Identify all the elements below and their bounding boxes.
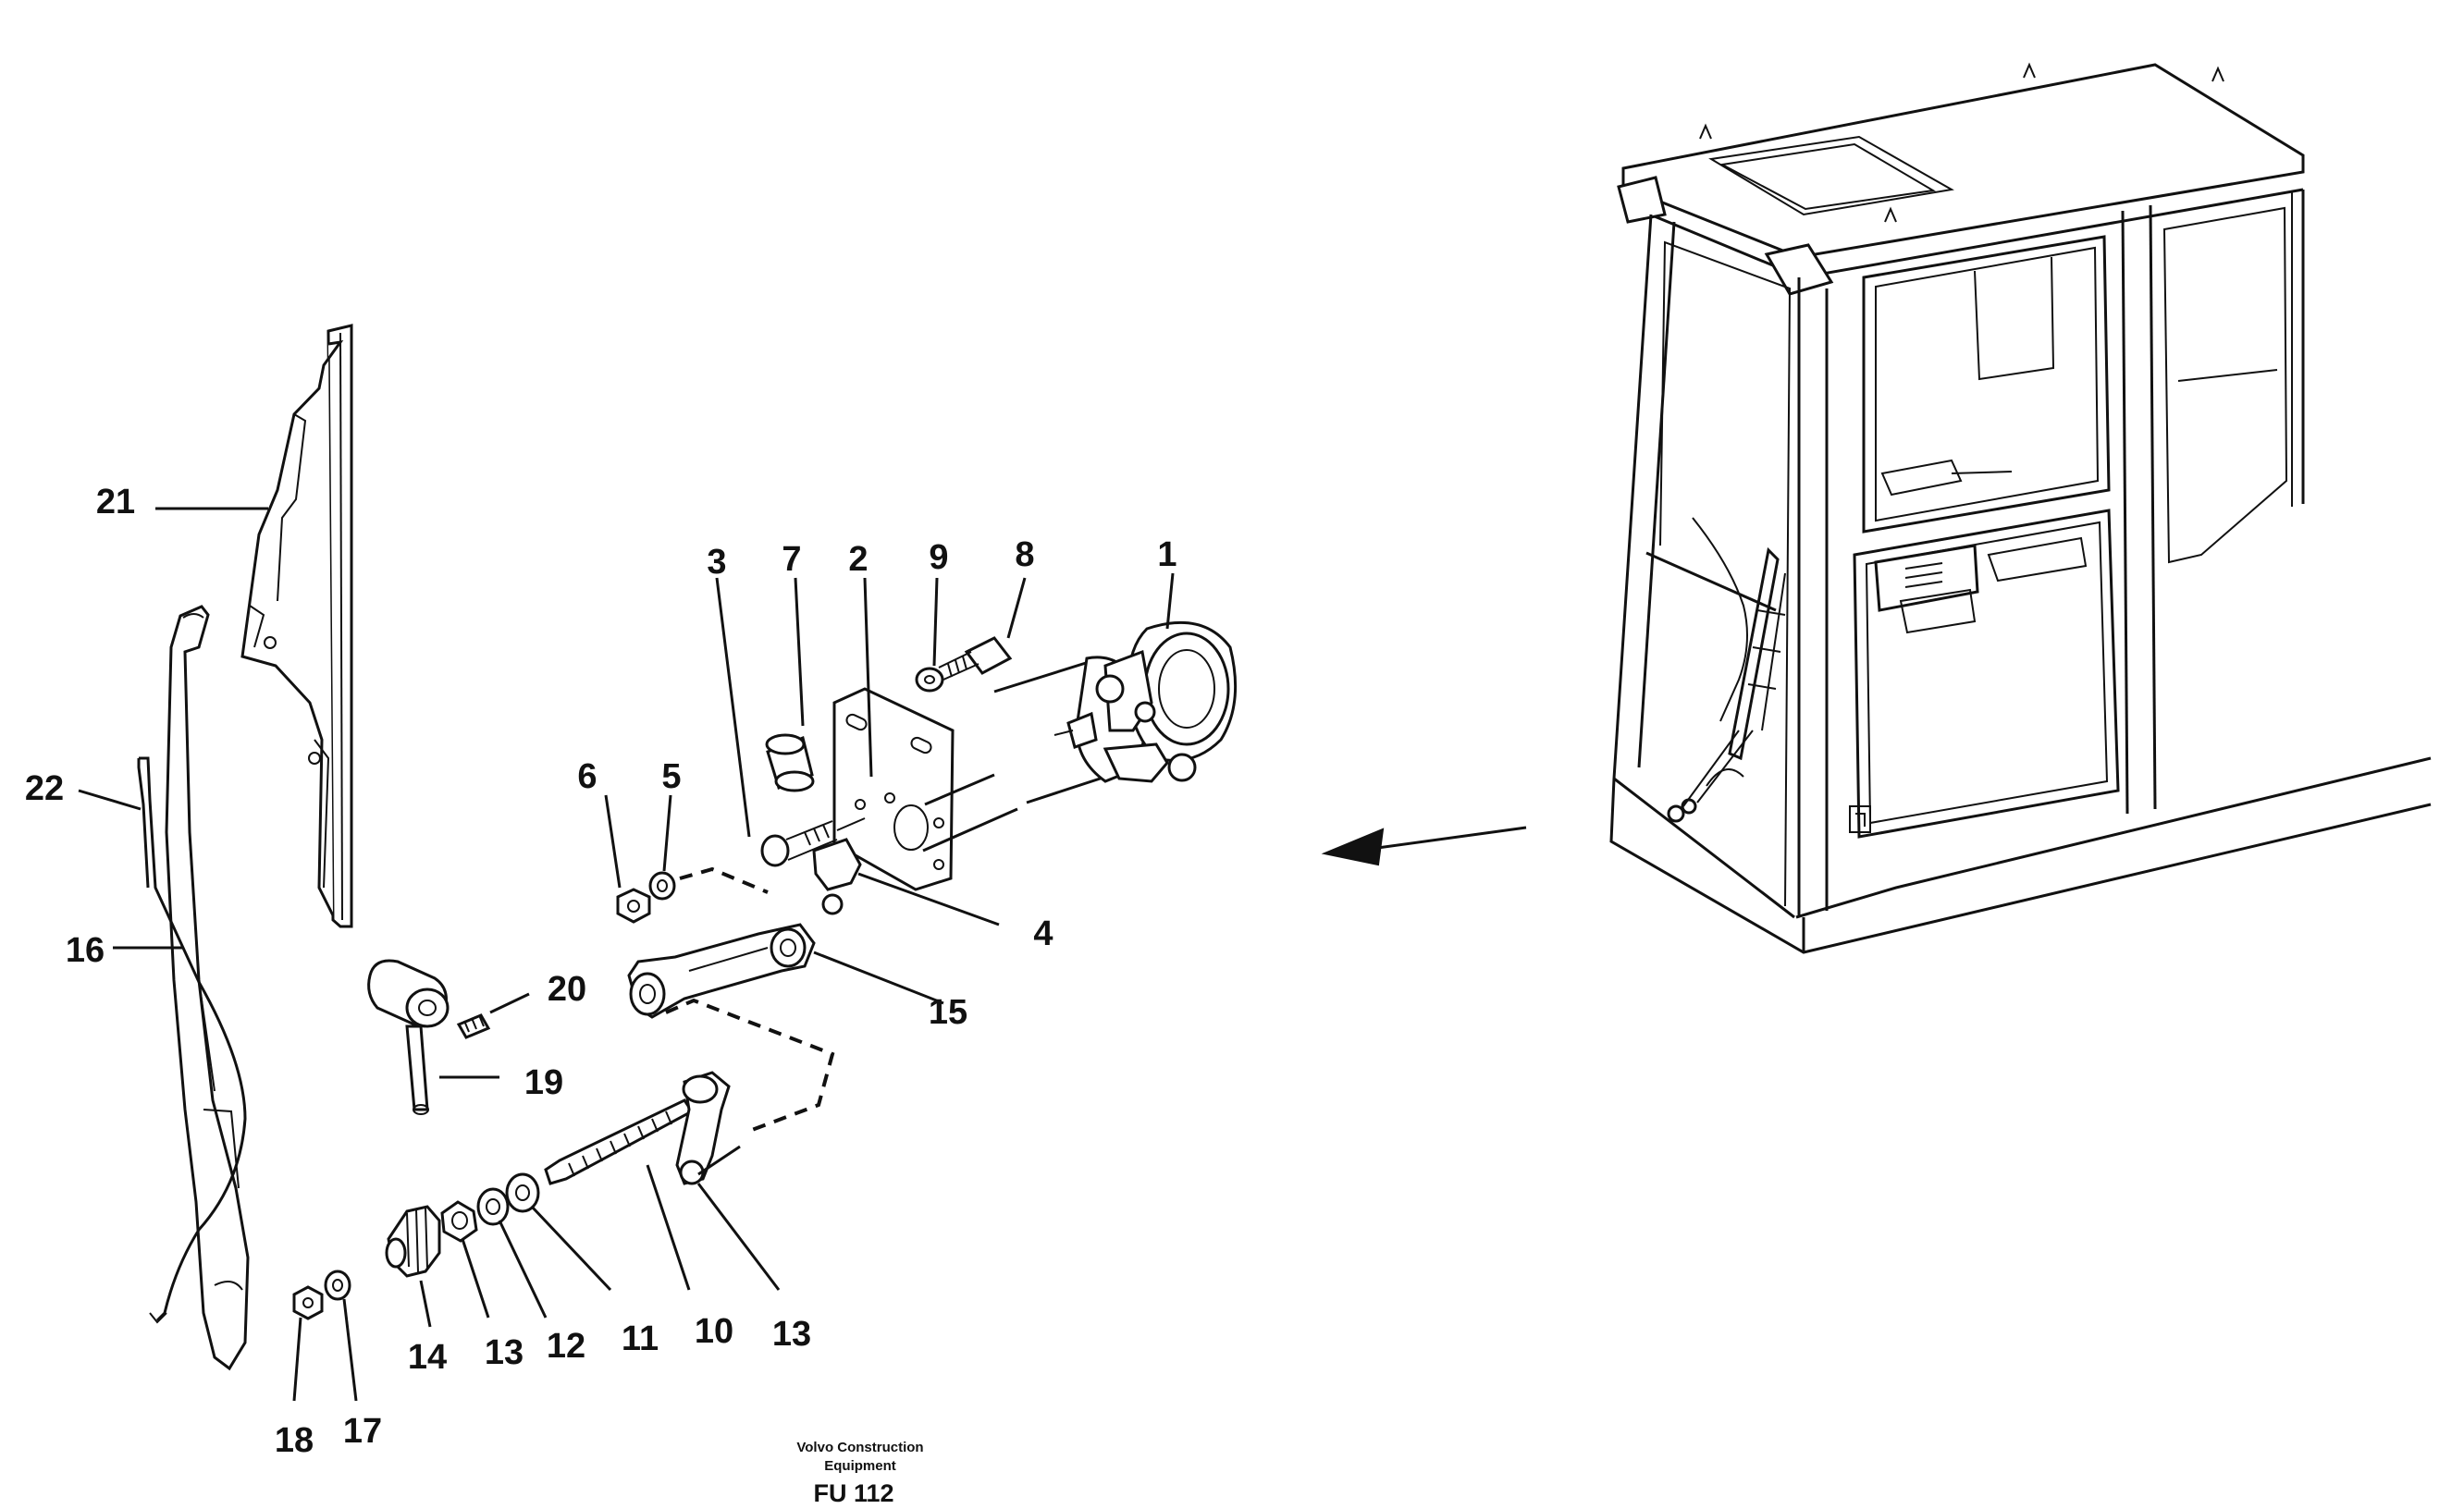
- spacer-part: [765, 733, 815, 792]
- callout-16: 16: [66, 931, 105, 970]
- washer-9-part: [915, 667, 944, 693]
- spindle-shaft-part: [544, 1098, 695, 1291]
- nut-13-part: [440, 1200, 490, 1319]
- clip-4-part: [812, 838, 1000, 926]
- nut-6-part: [616, 888, 651, 924]
- wiper-arm-part: [165, 605, 250, 1371]
- callout-4: 4: [1033, 914, 1053, 953]
- callout-11: 11: [622, 1319, 659, 1358]
- callout-5: 5: [661, 757, 681, 796]
- callout-10: 10: [695, 1312, 733, 1351]
- callout-labels: 1 2 3 4 5 6 7 8 9 10 11 12 13 13 14 15 1…: [25, 483, 1177, 1460]
- wiper-blade-part: [240, 324, 353, 928]
- cap-14-part: [385, 1205, 441, 1328]
- callout-22: 22: [25, 769, 64, 808]
- bushing-19-part: [367, 959, 450, 1115]
- mounting-plate-part: [832, 687, 1018, 891]
- crank-arm-part: [675, 1071, 781, 1291]
- direction-arrow: [1321, 826, 1527, 866]
- callout-13-crank: 13: [772, 1315, 811, 1354]
- washer-11-part: [505, 1172, 612, 1292]
- callout-2: 2: [848, 540, 868, 579]
- callout-19: 19: [524, 1063, 563, 1102]
- link-arm-part: [627, 923, 944, 1019]
- callout-13-nut: 13: [485, 1333, 524, 1372]
- washer-5-part: [648, 871, 676, 901]
- wiper-motor-part: [993, 620, 1238, 804]
- nut-18-part: [292, 1285, 324, 1402]
- credit-line-2: Equipment: [824, 1458, 896, 1474]
- figure-code: FU 112: [813, 1479, 893, 1507]
- callout-6: 6: [577, 757, 597, 796]
- washer-17-part: [324, 1270, 358, 1402]
- callout-15: 15: [929, 993, 967, 1032]
- callout-21: 21: [96, 483, 135, 521]
- callout-3: 3: [707, 543, 726, 582]
- washer-12-part: [476, 1187, 548, 1319]
- callout-17: 17: [343, 1412, 382, 1451]
- callout-20: 20: [548, 970, 586, 1009]
- bolt-3-part: [760, 817, 866, 867]
- washer-hose-part: [137, 756, 247, 1324]
- leader-lines: [78, 507, 1175, 1079]
- callout-12: 12: [547, 1327, 585, 1366]
- cab-illustration: [1609, 62, 2432, 954]
- figure-footer: Volvo Construction Equipment FU 112: [796, 1440, 923, 1507]
- credit-line-1: Volvo Construction: [796, 1440, 923, 1455]
- callout-18: 18: [275, 1421, 314, 1460]
- callout-9: 9: [929, 538, 948, 577]
- set-screw-20-part: [456, 1013, 491, 1039]
- callout-1: 1: [1157, 535, 1177, 574]
- screw-8-part: [938, 636, 1013, 681]
- callout-8: 8: [1015, 535, 1034, 574]
- callout-14: 14: [408, 1338, 447, 1377]
- callout-7: 7: [782, 540, 801, 579]
